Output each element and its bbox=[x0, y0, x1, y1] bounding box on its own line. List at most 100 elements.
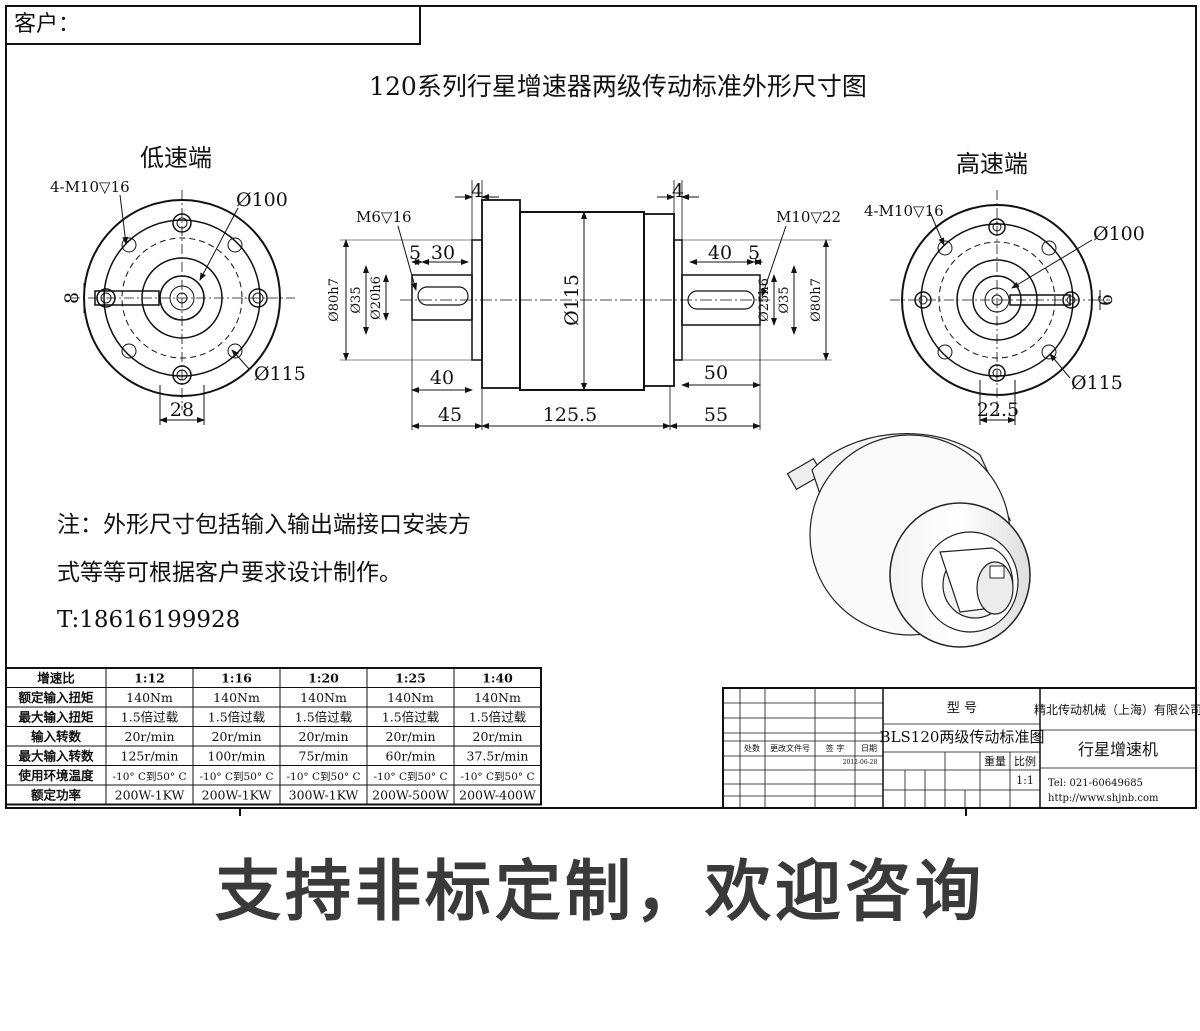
low-end-dia-pcd: Ø100 bbox=[236, 189, 288, 211]
spec-table-header-cell: 1:25 bbox=[395, 671, 426, 686]
side-dia-left-spigot: Ø80h7 bbox=[327, 278, 342, 322]
spec-table-cell: 140Nm bbox=[474, 690, 521, 705]
spec-table-outline bbox=[5, 667, 542, 806]
spec-table-cell: 200W-1KW bbox=[202, 788, 272, 803]
side-shaft-right-len: 50 bbox=[704, 362, 728, 384]
spec-table-cell: 140Nm bbox=[300, 690, 347, 705]
spec-table-cell: 20r/min bbox=[386, 729, 436, 744]
high-end-dia-outer: Ø115 bbox=[1071, 372, 1123, 394]
spec-table-cell: -10° C到50° C bbox=[373, 771, 447, 783]
note-line-1: 注：外形尺寸包括输入输出端接口安装方 bbox=[57, 512, 471, 538]
side-dia-left-shaft: Ø20h6 bbox=[369, 276, 384, 320]
spec-table-cell: 1.5倍过载 bbox=[469, 710, 527, 725]
tb-url: http://www.shjnb.com bbox=[1048, 793, 1159, 804]
spec-table-cell: 37.5r/min bbox=[467, 749, 529, 764]
low-end-holes: 4-M10▽16 bbox=[50, 178, 130, 196]
spec-table-header-cell: 1:20 bbox=[308, 671, 339, 686]
tb-model-label: 型 号 bbox=[947, 701, 977, 716]
title-block bbox=[722, 687, 1197, 809]
spec-table-header-cell: 1:40 bbox=[482, 671, 513, 686]
spec-table-cell: 1.5倍过载 bbox=[295, 710, 353, 725]
side-dia-left-boss: Ø35 bbox=[349, 286, 364, 313]
tb-weight-label: 重量 bbox=[984, 754, 1006, 768]
spec-table-cell: 1.5倍过载 bbox=[121, 710, 179, 725]
spec-table: 增速比 1:12 1:16 1:20 1:25 1:40 额定输入扭矩 140Nm 140Nm 1… bbox=[5, 667, 542, 806]
note-line-2: 式等等可根据客户要求设计制作。 bbox=[57, 560, 402, 586]
low-end-dia-outer: Ø115 bbox=[254, 363, 306, 385]
tb-product: 行星增速机 bbox=[1078, 740, 1158, 759]
spec-table-cell: 125r/min bbox=[121, 749, 179, 764]
spec-table-cell: 200W-1KW bbox=[115, 788, 185, 803]
spec-table-cell: 1.5倍过载 bbox=[382, 710, 440, 725]
side-key-right-offset: 5 bbox=[748, 242, 760, 264]
spec-table-header-cell: 1:12 bbox=[134, 671, 165, 686]
spec-table-cell: 输入转数 bbox=[31, 729, 82, 744]
side-len-body: 125.5 bbox=[543, 404, 597, 426]
tb-col-2: 更改文件号 bbox=[770, 743, 810, 753]
spec-table-cell: 140Nm bbox=[126, 690, 173, 705]
tb-tel: Tel: 021-60649685 bbox=[1048, 778, 1143, 789]
side-view bbox=[340, 180, 832, 430]
side-key-right-len: 40 bbox=[708, 242, 732, 264]
spec-table-cell: -10° C到50° C bbox=[199, 771, 273, 783]
low-end-width: 28 bbox=[170, 399, 194, 421]
side-dia-right-shaft: Ø25h6 bbox=[757, 278, 772, 322]
side-flange-right: 4 bbox=[672, 180, 684, 202]
high-end-key: 6 bbox=[1095, 294, 1117, 306]
spec-table-cell: 200W-400W bbox=[459, 788, 536, 803]
drawing-title: 120系列行星增速器两级传动标准外形尺寸图 bbox=[369, 72, 867, 101]
note-phone: T:18616199928 bbox=[57, 607, 240, 633]
high-end-title: 高速端 bbox=[956, 150, 1028, 178]
tb-model: BLS120两级传动标准图 bbox=[880, 728, 1045, 746]
isometric-view bbox=[786, 433, 1031, 648]
spec-table-cell: 300W-1KW bbox=[289, 788, 359, 803]
spec-table-cell: -10° C到50° C bbox=[286, 771, 360, 783]
side-tap-right: M10▽22 bbox=[776, 208, 841, 226]
spec-table-cell: 75r/min bbox=[299, 749, 349, 764]
high-end-width: 22.5 bbox=[977, 399, 1019, 421]
spec-table-cell: 140Nm bbox=[387, 690, 434, 705]
tb-col-3: 签 字 bbox=[826, 743, 845, 753]
high-end-dia-pcd: Ø100 bbox=[1093, 223, 1145, 245]
spec-table-cell: -10° C到50° C bbox=[460, 771, 534, 783]
spec-table-cell: 20r/min bbox=[299, 729, 349, 744]
client-label: 客户： bbox=[14, 12, 80, 37]
side-len-left: 45 bbox=[438, 404, 462, 426]
spec-table-cell: 20r/min bbox=[125, 729, 175, 744]
tb-scale-label: 比例 bbox=[1014, 754, 1036, 768]
tb-date: 2012-06-28 bbox=[843, 759, 878, 766]
client-box bbox=[5, 5, 421, 45]
spec-table-cell: 140Nm bbox=[213, 690, 260, 705]
side-dia-body: Ø115 bbox=[561, 274, 583, 326]
tb-company: 精北传动机械（上海）有限公司 bbox=[1034, 702, 1200, 717]
tb-scale: 1:1 bbox=[1016, 774, 1034, 787]
sheet-border bbox=[5, 5, 1197, 809]
spec-table-cell: 使用环境温度 bbox=[17, 768, 94, 783]
spec-table-header-cell: 增速比 bbox=[37, 671, 75, 686]
side-key-left-offset: 5 bbox=[409, 242, 421, 264]
spec-table-cell: 200W-500W bbox=[372, 788, 449, 803]
spec-table-cell: 1.5倍过载 bbox=[208, 710, 266, 725]
spec-table-cell: 20r/min bbox=[212, 729, 262, 744]
low-end-key: 8 bbox=[61, 292, 83, 304]
high-end-holes: 4-M10▽16 bbox=[864, 202, 944, 220]
high-speed-end-view bbox=[890, 190, 1110, 425]
spec-table-cell: 100r/min bbox=[208, 749, 266, 764]
spec-table-cell: 20r/min bbox=[473, 729, 523, 744]
spec-table-cell: 额定功率 bbox=[31, 788, 82, 803]
side-dia-right-boss: Ø35 bbox=[777, 286, 792, 313]
side-tap-left: M6▽16 bbox=[356, 208, 412, 226]
side-dia-right-spigot: Ø80h7 bbox=[809, 278, 824, 322]
spec-table-header-cell: 1:16 bbox=[221, 671, 252, 686]
spec-table-cell: 额定输入扭矩 bbox=[18, 690, 94, 705]
spec-table-cell: 最大输入扭矩 bbox=[18, 710, 94, 725]
side-len-right: 55 bbox=[704, 404, 728, 426]
low-end-title: 低速端 bbox=[140, 144, 212, 172]
side-key-left-len: 30 bbox=[431, 242, 455, 264]
side-shaft-left-len: 40 bbox=[430, 367, 454, 389]
spec-table-cell: -10° C到50° C bbox=[112, 771, 186, 783]
spec-table-cell: 最大输入转数 bbox=[18, 749, 94, 764]
tb-col-1: 处数 bbox=[744, 743, 760, 753]
tb-col-4: 日期 bbox=[861, 744, 877, 753]
